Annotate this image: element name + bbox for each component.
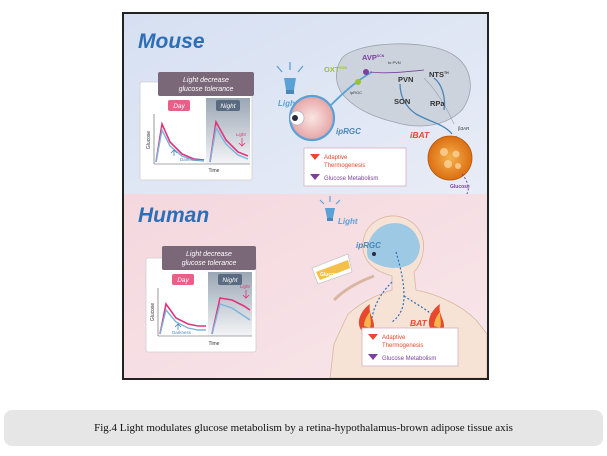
- mouse-glucose-panel: Light decrease glucose tolerance Day Nig…: [139, 72, 254, 181]
- mouse-brain: [336, 43, 471, 127]
- mouse-night-dark-curve: [209, 126, 249, 163]
- avp-neuron: [363, 69, 369, 75]
- human-eye: [372, 252, 376, 256]
- human-glucose-panel: Light decrease glucose tolerance Day Nig…: [145, 246, 257, 353]
- human-panel-header-line2: glucose tolerance: [182, 260, 237, 267]
- descending-pathway: [399, 83, 453, 135]
- oxt-label: OXTSON: [324, 65, 347, 74]
- nts-to-rpa: [433, 77, 446, 111]
- iprgc-label: ipRGC: [336, 127, 361, 136]
- pvn-label: PVN: [398, 75, 413, 84]
- mouse-eye: [288, 94, 336, 142]
- mouse-legend: Adaptive Thermogenesis Glucose Metabolis…: [303, 147, 407, 187]
- thermogenesis-down-arrow-icon: [310, 154, 320, 160]
- human-glucose-metabolism-down-arrow-icon: [368, 354, 378, 360]
- human-panel-header-line1: Light decrease: [186, 251, 232, 258]
- human-xlabel: Time: [209, 341, 220, 347]
- human-darkness-label: Darkness: [172, 330, 192, 335]
- glucose-metabolism-down-arrow-icon: [310, 174, 320, 180]
- mouse-legend-item1-line1: Adaptive: [324, 155, 348, 161]
- mouse-ylabel: Glucose: [146, 131, 152, 150]
- mouse-optic-nerve: [329, 71, 373, 107]
- human-night-label: Night: [222, 277, 238, 284]
- human-legend-item2: Glucose Metabolism: [382, 356, 436, 362]
- mouse-panel-header-line2: glucose tolerance: [179, 86, 234, 93]
- b3ar-label: β3AR: [458, 126, 470, 131]
- human-legend: Adaptive Thermogenesis Glucose Metabolis…: [361, 327, 459, 367]
- bat-glucose-label: Glucose: [450, 184, 470, 190]
- figure-frame: Mouse Light Light decrease glucose toler…: [122, 12, 489, 380]
- human-iprgc-label: ipRGC: [356, 241, 381, 250]
- human-ylabel: Glucose: [150, 303, 156, 322]
- human-day-dark-curve: [159, 308, 206, 335]
- human-light-label: Light: [338, 217, 358, 226]
- figure-illustration: Mouse Light Light decrease glucose toler…: [124, 14, 487, 378]
- human-bat-flame-right: [428, 304, 444, 334]
- human-night-dark-curve: [211, 303, 251, 335]
- human-light-bulb-icon: [319, 196, 341, 221]
- nts-label: NTSTH: [429, 70, 449, 79]
- human-bat-flame-left: [358, 304, 374, 334]
- rpa-label: RPa: [430, 99, 445, 108]
- oxt-neuron: [355, 79, 361, 85]
- human-light-marker: Light: [240, 284, 251, 289]
- son-label: SON: [394, 97, 410, 106]
- pvn-projection: [369, 69, 425, 74]
- caption-bar: Fig.4 Light modulates glucose metabolism…: [4, 410, 603, 446]
- mouse-darkness-label: Darkness: [180, 157, 200, 162]
- mouse-light-bulb-icon: [276, 62, 304, 94]
- human-legend-item1-line2: Thermogenesis: [382, 343, 423, 349]
- figure-caption: Fig.4 Light modulates glucose metabolism…: [94, 422, 513, 434]
- mouse-night-label: Night: [220, 103, 236, 110]
- glucose-cup: [311, 253, 353, 285]
- mouse-title: Mouse: [138, 30, 205, 53]
- mouse-xlabel: Time: [209, 168, 220, 174]
- human-title: Human: [138, 204, 209, 227]
- iprgc-small-label: ipRGC: [350, 90, 362, 95]
- to-pvn-label: to PVN: [388, 60, 401, 65]
- human-bat-label: BAT: [410, 318, 428, 328]
- mouse-light-marker: Light: [236, 132, 247, 137]
- human-thermogenesis-down-arrow-icon: [368, 334, 378, 340]
- mouse-light-label: Light: [278, 99, 298, 108]
- ibat-tissue: [427, 135, 473, 181]
- mouse-legend-item2: Glucose Metabolism: [324, 176, 378, 182]
- ibat-label: iBAT: [410, 130, 430, 140]
- human-nerve-right: [403, 295, 437, 319]
- mouse-day-label: Day: [173, 103, 185, 110]
- mouse-day-dark-curve: [155, 127, 205, 163]
- mouse-day-light-curve: [155, 121, 205, 163]
- mouse-panel-header-line1: Light decrease: [183, 77, 229, 84]
- human-night-light-curve: [211, 297, 251, 335]
- human-legend-item1-line1: Adaptive: [382, 335, 406, 341]
- cup-glucose-label: Glucose: [320, 272, 340, 278]
- human-day-label: Day: [177, 277, 189, 284]
- avp-label: AVPSCN: [362, 53, 385, 62]
- human-day-light-curve: [159, 302, 206, 335]
- mouse-legend-item1-line2: Thermogenesis: [324, 163, 365, 169]
